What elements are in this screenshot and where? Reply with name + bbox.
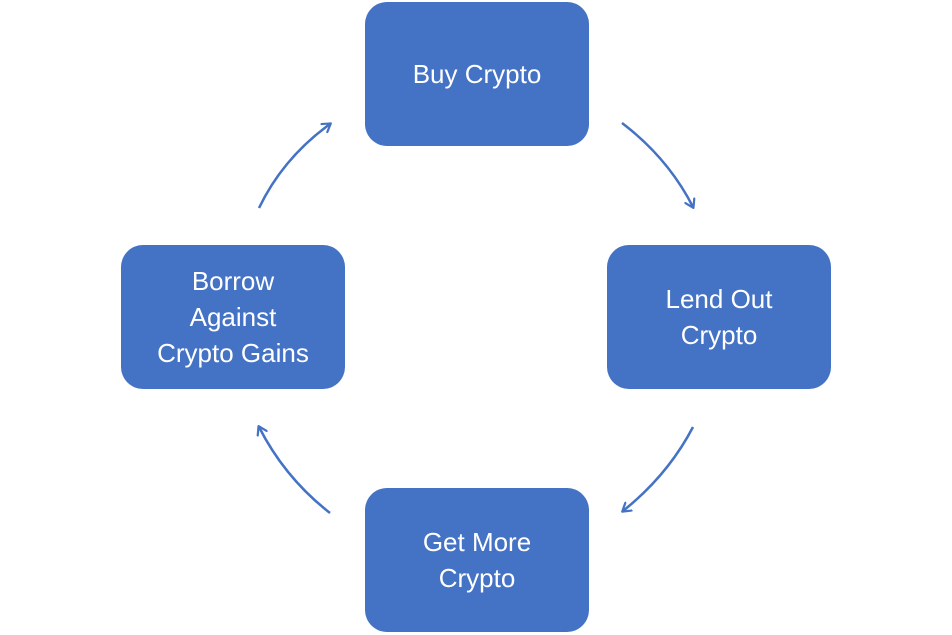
node-lend-out-crypto: Lend Out Crypto bbox=[607, 245, 831, 389]
node-get-more-crypto: Get More Crypto bbox=[365, 488, 589, 632]
arrow-lend-to-more bbox=[623, 426, 695, 511]
node-label: Get More Crypto bbox=[422, 527, 532, 593]
node-borrow-against-crypto-gains: Borrow Against Crypto Gains bbox=[121, 245, 345, 389]
node-buy-crypto: Buy Crypto bbox=[365, 2, 589, 146]
node-label: Buy Crypto bbox=[412, 59, 542, 89]
arrow-borrow-to-buy bbox=[257, 124, 330, 209]
node-label: Borrow Against Crypto Gains bbox=[157, 266, 309, 368]
arrow-buy-to-lend bbox=[621, 122, 693, 207]
node-label: Lend Out Crypto bbox=[665, 284, 773, 350]
arrow-more-to-borrow bbox=[259, 427, 331, 514]
